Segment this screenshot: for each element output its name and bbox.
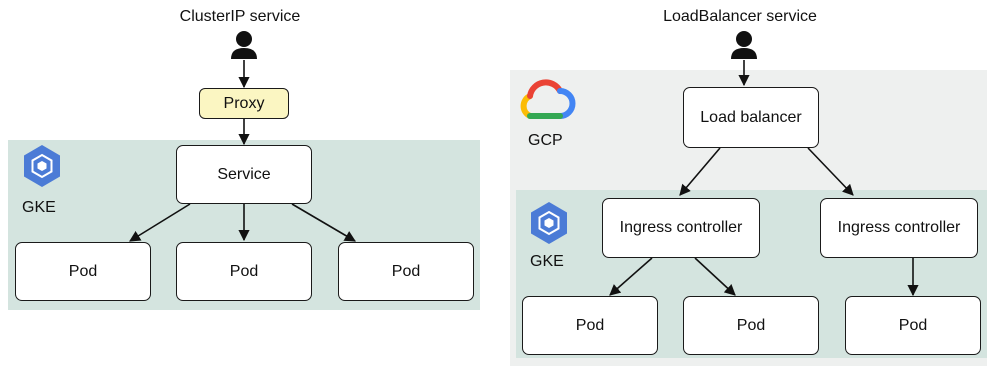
arrow-ingress-1-to-pod-1 [609,257,653,296]
arrow-lb-to-ingress-1 [679,147,721,196]
pod-box[interactable]: Pod [845,296,981,355]
person-icon [231,31,257,59]
clusterip-title: ClusterIP service [179,8,301,25]
pod-box[interactable]: Pod [176,242,312,301]
arrow-lb-to-ingress-2 [807,147,854,196]
gcp-label: GCP [528,132,563,149]
left-gke-label: GKE [22,199,56,216]
service-box[interactable]: Service [176,145,312,204]
ingress-controller-box[interactable]: Ingress controller [602,198,760,258]
arrow-service-to-pod-1 [129,203,191,242]
pod-box[interactable]: Pod [15,242,151,301]
gke-icon [24,145,60,187]
pod-box[interactable]: Pod [338,242,474,301]
arrow-ingress-1-to-pod-2 [694,257,736,296]
ingress-controller-box[interactable]: Ingress controller [820,198,978,258]
gke-icon [531,202,567,244]
pod-box[interactable]: Pod [522,296,658,355]
arrow-service-to-pod-3 [291,203,356,242]
pod-box[interactable]: Pod [683,296,819,355]
load-balancer-box[interactable]: Load balancer [683,87,819,148]
right-gke-label: GKE [530,253,564,270]
proxy-box[interactable]: Proxy [199,88,289,119]
gcp-cloud-icon [520,79,576,119]
person-icon [731,31,757,59]
loadbalancer-title: LoadBalancer service [663,8,817,25]
